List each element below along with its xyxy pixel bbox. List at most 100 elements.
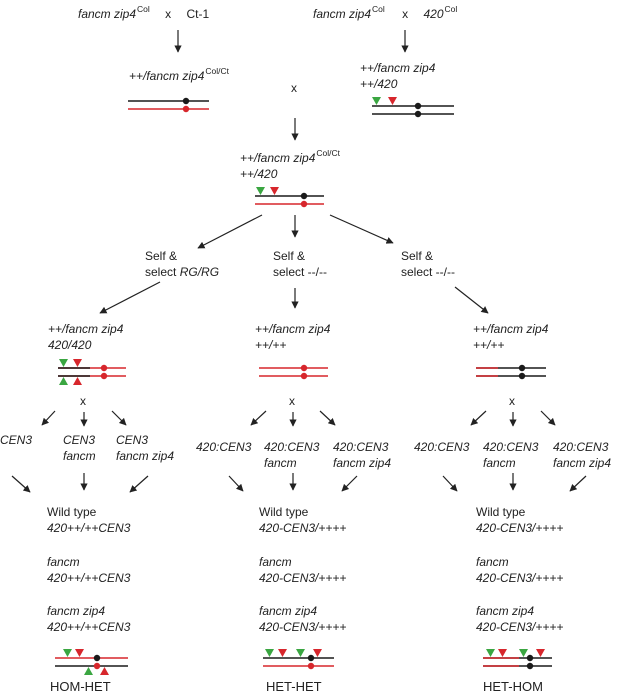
select-right-line1: Self & (401, 249, 434, 263)
cross2-sign: x (402, 7, 409, 21)
f1-left-line1-sup: Col/Ct (205, 66, 229, 76)
col3-partner1: 420:CEN3 (414, 440, 470, 454)
col1-result1-genotype: 420++/++CEN3 (47, 521, 131, 535)
cross2-parent-b-sup: Col (444, 4, 458, 14)
f1-left-genotype: ++/fancm zip4Col/Ct (129, 66, 229, 84)
cross2-parent-a: fancm zip4 (313, 7, 372, 21)
col1-result2-genotype: 420++/++CEN3 (47, 571, 131, 585)
select-left-prefix: select (145, 265, 180, 279)
col3-cross-sign: x (509, 394, 515, 408)
col2-result2-name: fancm (259, 555, 292, 569)
cross2-parent-b: 420 (423, 7, 444, 21)
chromosome-pair-col3 (476, 364, 546, 380)
col1-result1-name: Wild type (47, 505, 97, 519)
col2-partner2-line1: 420:CEN3 (264, 440, 320, 454)
arrow-c1-r3 (129, 475, 149, 493)
middle-cross-sign: x (291, 81, 297, 95)
select-middle-line1: Self & (273, 249, 306, 263)
arrow-c3-p1 (470, 410, 487, 426)
cross2-line: fancm zip4Col x 420Col (313, 4, 458, 22)
hybrid-line2: ++/420 (240, 167, 278, 181)
arrow-c1-r1 (11, 475, 31, 493)
col3-partner3-line1: 420:CEN3 (553, 440, 609, 454)
arrow-hybrid-left (197, 214, 263, 249)
col2-result3-genotype: 420-CEN3/++++ (259, 620, 347, 634)
cross1-sign: x (165, 7, 172, 21)
col3-partner2-line2: fancm (483, 456, 516, 470)
cross1-line: fancm zip4Col x Ct-1 (78, 4, 210, 22)
col1-partner2-line2: fancm (63, 449, 96, 463)
select-left-italic: RG/RG (179, 265, 220, 279)
chromosome-pair-result-col3 (483, 649, 552, 670)
arrow-c3-r3 (569, 475, 587, 492)
col2-genotype-line1: ++/fancm zip4 (255, 322, 331, 336)
col3-result3-genotype: 420-CEN3/++++ (476, 620, 564, 634)
cross1-parent-a-sup: Col (137, 4, 150, 14)
arrow-c3-p3 (540, 410, 556, 426)
cross1-parent-b: Ct-1 (186, 7, 210, 21)
select-right-line2: select --/-- (401, 265, 455, 279)
col2-partner1: 420:CEN3 (196, 440, 252, 454)
chromosome-pair-f1-right (372, 97, 454, 118)
arrow-select-left (99, 281, 161, 314)
arrow-c3-r1 (442, 475, 458, 492)
chromosome-pair-result-col1 (55, 649, 128, 675)
chromosome-pair-hybrid (255, 187, 324, 208)
col3-partner3-line2: fancm zip4 (553, 456, 612, 470)
col1-result2-name: fancm (47, 555, 80, 569)
col2-result1-genotype: 420-CEN3/++++ (259, 521, 347, 535)
col1-genotype-line1: ++/fancm zip4 (48, 322, 124, 336)
cross1-parent-a: fancm zip4 (78, 7, 137, 21)
col1-label: HOM-HET (50, 679, 111, 694)
f1-left-line1: ++/fancm zip4 (129, 69, 205, 83)
f1-right-line2: ++/420 (360, 77, 398, 91)
chromosome-pair-f1-left (128, 97, 209, 113)
hybrid-line1-sup: Col/Ct (316, 148, 340, 158)
col1-partner3-line2: fancm zip4 (116, 449, 175, 463)
hybrid-line1: ++/fancm zip4 (240, 151, 316, 165)
arrow-c1-p1 (41, 410, 56, 426)
chromosome-pair-result-col2 (263, 649, 334, 670)
cross2-parent-a-sup: Col (372, 4, 385, 14)
f1-right-line1: ++/fancm zip4 (360, 61, 436, 75)
col3-result3-name: fancm zip4 (476, 604, 535, 618)
select-middle-line2: select --/-- (273, 265, 327, 279)
col1-partner1: CEN3 (0, 433, 33, 447)
col2-cross-sign: x (289, 394, 295, 408)
col1-cross-sign: x (80, 394, 86, 408)
col3-result1-name: Wild type (476, 505, 526, 519)
col3-result2-name: fancm (476, 555, 509, 569)
col2-partner3-line2: fancm zip4 (333, 456, 392, 470)
arrow-c2-p1 (250, 410, 267, 426)
col3-genotype-line1: ++/fancm zip4 (473, 322, 549, 336)
col3-result2-genotype: 420-CEN3/++++ (476, 571, 564, 585)
chromosome-pair-col1 (58, 359, 126, 385)
col3-label: HET-HOM (483, 679, 543, 694)
col2-partner3-line1: 420:CEN3 (333, 440, 389, 454)
select-left-line2: select RG/RG (145, 265, 219, 279)
col3-genotype-line2: ++/++ (473, 338, 505, 352)
select-left-line1: Self & (145, 249, 178, 263)
col2-result1-name: Wild type (259, 505, 309, 519)
col2-result3-name: fancm zip4 (259, 604, 318, 618)
col2-genotype-line2: ++/++ (255, 338, 287, 352)
arrow-c2-p3 (319, 410, 336, 426)
chromosome-pair-col2 (259, 364, 328, 380)
col3-result1-genotype: 420-CEN3/++++ (476, 521, 564, 535)
col1-result3-name: fancm zip4 (47, 604, 106, 618)
col1-partner3-line1: CEN3 (116, 433, 149, 447)
col3-partner2-line1: 420:CEN3 (483, 440, 539, 454)
col2-result2-genotype: 420-CEN3/++++ (259, 571, 347, 585)
col2-partner2-line2: fancm (264, 456, 297, 470)
col1-genotype-line2: 420/420 (48, 338, 92, 352)
arrow-select-right (454, 286, 489, 314)
arrow-c2-r1 (228, 475, 244, 492)
arrow-hybrid-right (329, 214, 394, 244)
col1-partner2-line1: CEN3 (63, 433, 96, 447)
arrow-c2-r3 (341, 475, 358, 492)
hybrid-line1-wrap: ++/fancm zip4Col/Ct (240, 148, 340, 166)
arrow-c1-p3 (111, 410, 127, 426)
col1-result3-genotype: 420++/++CEN3 (47, 620, 131, 634)
col2-label: HET-HET (266, 679, 322, 694)
